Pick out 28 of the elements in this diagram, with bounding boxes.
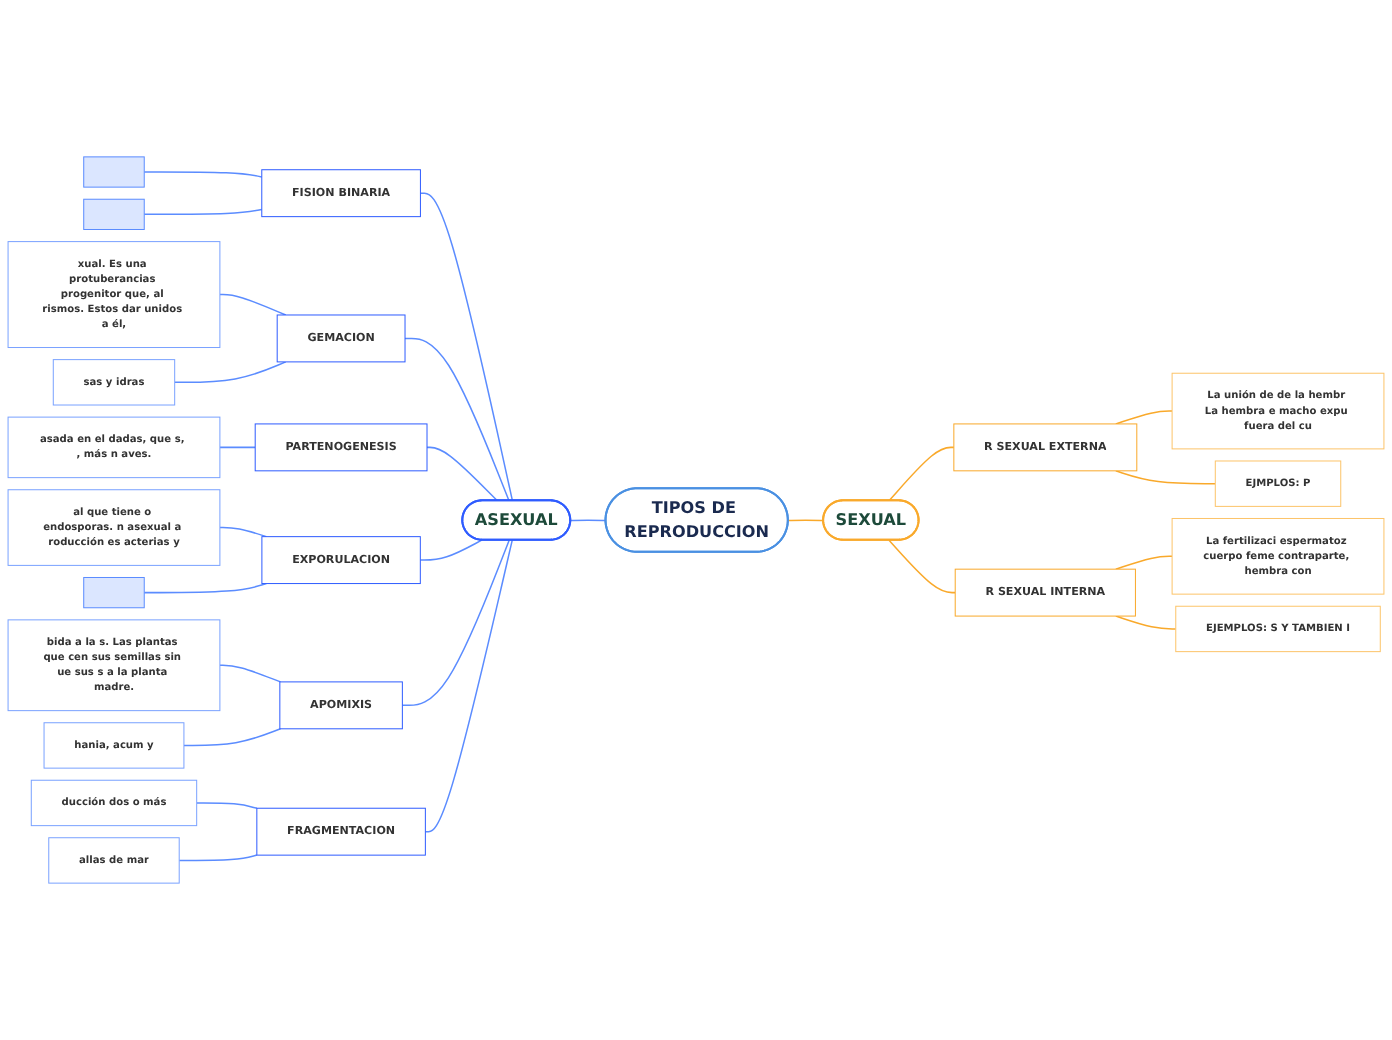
connector [888,446,955,502]
connector [219,526,268,538]
connector [1115,410,1173,425]
connector [219,293,287,316]
connector [219,446,256,449]
connector [419,192,514,502]
connector [143,208,263,216]
connector [143,171,263,178]
node-bar [83,156,145,188]
connector [426,446,499,502]
connector [401,539,510,707]
connector [143,582,268,594]
connector [1115,615,1177,630]
connector [173,361,287,384]
connector [219,664,282,683]
connector [1115,555,1173,570]
connector [787,519,825,522]
connector [183,728,282,747]
connector [888,539,956,594]
connector [419,539,483,561]
connector [424,539,513,833]
connector [1115,470,1217,485]
node-bar [83,577,145,609]
connector [178,854,258,862]
node-bar [83,198,145,230]
connector [569,519,607,522]
connector [404,337,510,502]
connector [195,802,258,810]
